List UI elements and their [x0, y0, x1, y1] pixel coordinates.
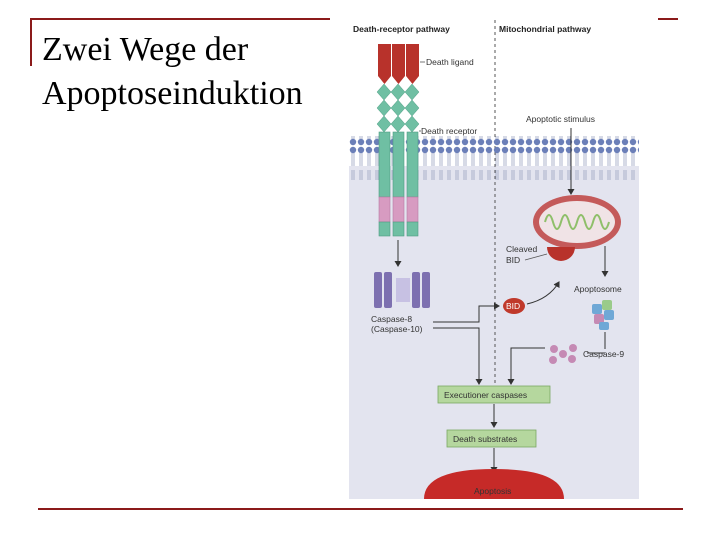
label-caspase-9: Caspase-9 — [583, 349, 624, 359]
cleaved-bid — [547, 247, 575, 261]
bid-molecule — [503, 298, 525, 314]
label-apoptotic-stimulus: Apoptotic stimulus — [526, 114, 595, 124]
death-ligand — [378, 44, 419, 84]
frame-top-rule — [30, 18, 330, 20]
arrow-caspase-8-to-executioner — [433, 327, 483, 385]
slide-title-line-2: Apoptoseinduktion — [42, 75, 303, 112]
receptor-diamonds — [376, 83, 420, 133]
label-executioner-caspases: Executioner caspases — [444, 390, 527, 400]
executioner-caspases-box — [437, 385, 551, 404]
arrow-caspase-9-to-executioner — [507, 347, 545, 385]
frame-bottom-rule — [38, 508, 683, 510]
frame-left-rule — [30, 18, 32, 66]
slide-title-line-1: Zwei Wege der — [42, 31, 249, 68]
arrow-caspase-8-to-bid — [433, 302, 500, 323]
label-bid: BID — [506, 301, 520, 311]
header-death-receptor-pathway: Death-receptor pathway — [353, 24, 450, 34]
frame-top-right-rule — [658, 18, 678, 20]
label-cleaved-bid-1: Cleaved — [506, 244, 537, 254]
death-receptor — [378, 131, 419, 237]
plasma-membrane — [349, 136, 639, 180]
label-death-substrates: Death substrates — [453, 434, 517, 444]
arrow-bid-to-cleaved-bid — [526, 281, 560, 305]
label-caspase-8: Caspase-8 — [371, 314, 412, 324]
label-cleaved-bid-2: BID — [506, 255, 520, 265]
death-substrates-box — [446, 429, 537, 448]
label-apoptosome: Apoptosome — [574, 284, 622, 294]
label-death-ligand: Death ligand — [426, 57, 474, 67]
label-caspase-10: (Caspase-10) — [371, 324, 423, 334]
mitochondrion — [533, 195, 621, 249]
caspase-9 — [549, 344, 577, 364]
apoptosome-complex — [592, 300, 614, 330]
label-apoptosis: Apoptosis — [474, 486, 511, 496]
apoptosis-pathway-diagram: Death-receptor pathway Mitochondrial pat… — [349, 14, 639, 499]
label-death-receptor: Death receptor — [421, 126, 477, 136]
header-mitochondrial-pathway: Mitochondrial pathway — [499, 24, 591, 34]
slide-title: Zwei Wege der Apoptoseinduktion — [42, 28, 342, 116]
apoptosis-dome — [424, 469, 564, 499]
caspase-8 — [374, 272, 430, 308]
